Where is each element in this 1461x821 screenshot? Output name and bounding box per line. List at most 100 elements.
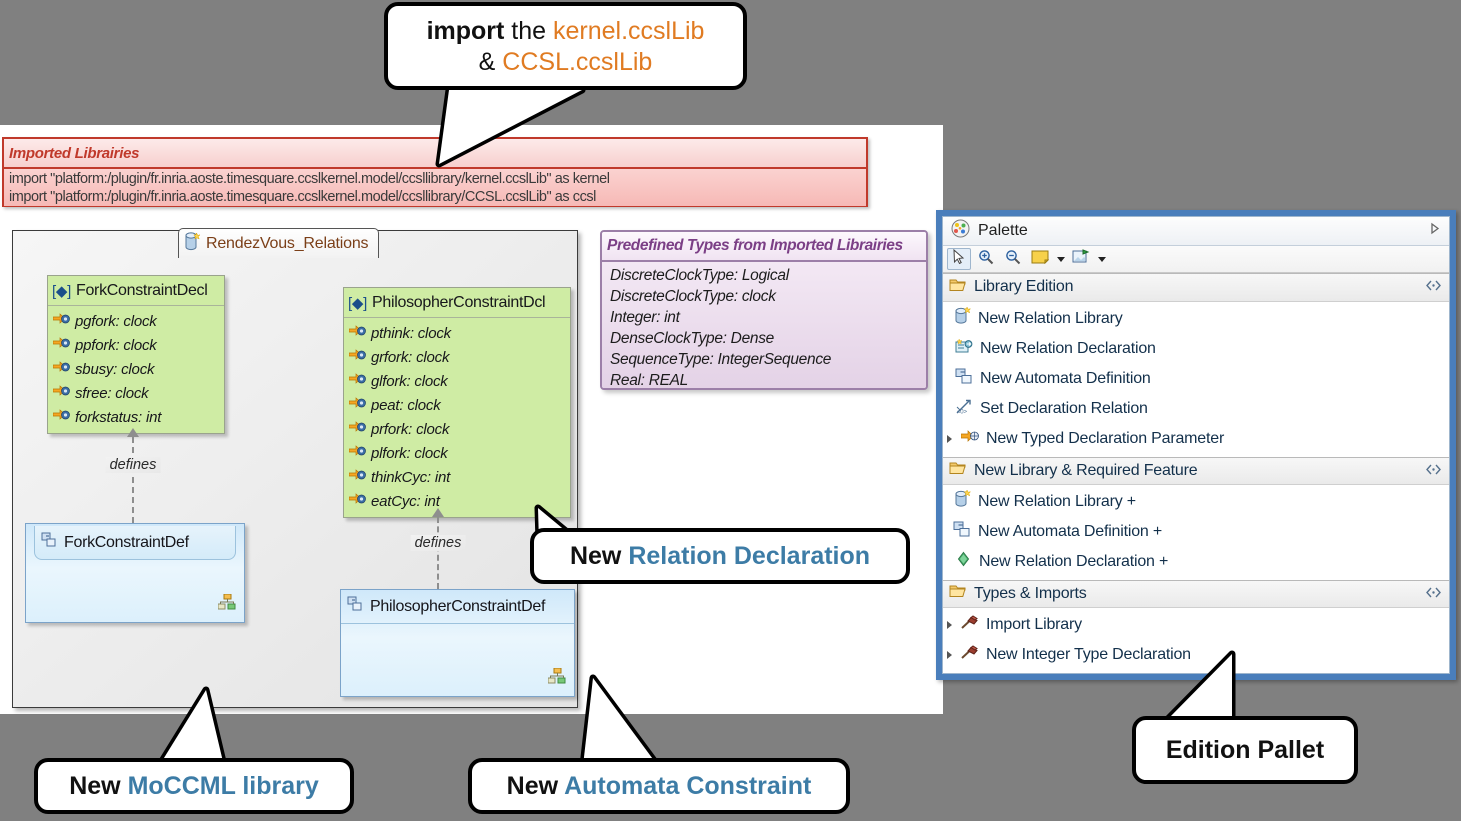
typed-declaration-parameter-icon — [960, 429, 979, 449]
import-statement[interactable]: import "platform:/plugin/fr.inria.aoste.… — [9, 171, 610, 187]
note-dropdown-caret[interactable] — [1055, 248, 1066, 270]
palette-item-new-relation-declaration-plus[interactable]: New Relation Declaration + — [943, 547, 1449, 577]
palette-title: Palette — [978, 222, 1028, 240]
palette-item-new-integer-type-declaration[interactable]: New Integer Type Declaration — [943, 640, 1449, 670]
attribute-row[interactable]: peat: clock — [344, 393, 570, 417]
expand-arrow-icon[interactable] — [945, 434, 954, 443]
imported-libraries-body: import "platform:/plugin/fr.inria.aoste.… — [4, 169, 866, 206]
node-fork-constraint-def[interactable]: ForkConstraintDef — [25, 523, 245, 623]
node-title: ForkConstraintDef — [64, 533, 189, 551]
predefined-types-header: Predefined Types from Imported Librairie… — [602, 232, 926, 262]
attribute-row[interactable]: thinkCyc: int — [344, 465, 570, 489]
clock-parameter-icon — [348, 348, 366, 366]
green-diamond-icon — [955, 551, 972, 572]
palette-item-new-automata-definition[interactable]: New Automata Definition — [943, 364, 1449, 394]
pin-icon[interactable] — [1426, 278, 1441, 296]
palette-group-label: Library Edition — [974, 278, 1074, 296]
chevron-right-icon[interactable] — [1428, 222, 1441, 240]
attribute-row[interactable]: pthink: clock — [344, 321, 570, 345]
attribute-row[interactable]: sfree: clock — [48, 381, 224, 405]
svg-text:<0>: <0> — [957, 409, 967, 415]
clock-parameter-icon — [348, 324, 366, 342]
hammer-icon — [961, 615, 979, 635]
clock-parameter-icon — [348, 468, 366, 486]
select-tool-button[interactable] — [947, 248, 971, 271]
node-fork-constraint-decl[interactable]: [◆] ForkConstraintDecl pgfork: clock — [47, 275, 225, 434]
clock-parameter-icon — [348, 420, 366, 438]
palette-item-new-automata-definition-plus[interactable]: New Automata Definition + — [943, 517, 1449, 547]
attribute-row[interactable]: forkstatus: int — [48, 405, 224, 429]
pin-icon[interactable] — [1426, 585, 1441, 603]
link-defines-fork: defines — [98, 428, 168, 523]
link-defines-philosopher: defines — [403, 508, 473, 589]
clock-parameter-icon — [52, 384, 70, 402]
attribute-label: sbusy: clock — [75, 360, 155, 378]
attribute-row[interactable]: grfork: clock — [344, 345, 570, 369]
attribute-row[interactable]: plfork: clock — [344, 441, 570, 465]
predefined-types-compartment[interactable]: Predefined Types from Imported Librairie… — [600, 230, 928, 390]
node-philosopher-constraint-decl[interactable]: [◆] PhilosopherConstraintDcl pthink: clo… — [343, 287, 571, 518]
palette-item-label: New Relation Declaration + — [979, 552, 1169, 570]
note-button[interactable] — [1028, 248, 1052, 270]
attribute-row[interactable]: sbusy: clock — [48, 357, 224, 381]
node-title: PhilosopherConstraintDef — [370, 597, 546, 615]
attribute-label: pgfork: clock — [75, 312, 157, 330]
callout-line: & CCSL.ccslLib — [479, 48, 653, 77]
expand-arrow-icon[interactable] — [945, 621, 954, 630]
node-body — [341, 624, 574, 696]
palette-group-types-imports[interactable]: Types & Imports — [943, 579, 1449, 609]
set-declaration-relation-icon: <0> — [955, 398, 973, 420]
predefined-type-entry: SequenceType: IntegerSequence — [610, 351, 832, 368]
palette-group-items: New Relation Library + New Automata Defi… — [943, 484, 1449, 580]
palette-item-label: New Typed Declaration Parameter — [986, 429, 1225, 447]
zoom-out-button[interactable] — [1001, 248, 1025, 270]
hammer-icon — [961, 645, 979, 665]
attribute-row[interactable]: pgfork: clock — [48, 309, 224, 333]
palette-item-new-relation-declaration[interactable]: New Relation Declaration — [943, 334, 1449, 364]
attribute-label: plfork: clock — [371, 444, 448, 462]
attribute-row[interactable]: glfork: clock — [344, 369, 570, 393]
imported-libraries-compartment[interactable]: Imported Librairies import "platform:/pl… — [2, 137, 868, 207]
attribute-row[interactable]: ppfork: clock — [48, 333, 224, 357]
pin-icon[interactable] — [1426, 462, 1441, 480]
arrow-cursor-icon — [952, 249, 967, 269]
attribute-label: pthink: clock — [371, 324, 451, 342]
palette-item-label: New Relation Declaration — [980, 339, 1156, 357]
import-statement[interactable]: import "platform:/plugin/fr.inria.aoste.… — [9, 189, 596, 205]
callout-text-segment: New — [69, 771, 128, 800]
diagram-tab[interactable]: RendezVous_Relations — [178, 228, 380, 258]
predefined-type-entry: DiscreteClockType: clock — [610, 288, 776, 305]
palette-item-set-declaration-relation[interactable]: <0> Set Declaration Relation — [943, 394, 1449, 424]
relation-library-icon — [955, 489, 972, 513]
declaration-diamond-icon: [◆] — [52, 282, 71, 300]
automata-definition-icon — [347, 596, 364, 618]
attach-note-dropdown-caret[interactable] — [1096, 248, 1107, 270]
note-attachment-icon — [1072, 249, 1090, 270]
node-title-bar: ForkConstraintDef — [34, 526, 236, 560]
note-icon — [1031, 250, 1050, 269]
attribute-row[interactable]: prfork: clock — [344, 417, 570, 441]
hierarchy-icon — [217, 593, 236, 615]
palette-group-library-edition[interactable]: Library Edition — [943, 273, 1449, 302]
palette-item-new-relation-library[interactable]: New Relation Library — [943, 304, 1449, 334]
relation-library-icon — [955, 306, 972, 330]
attribute-label: forkstatus: int — [75, 408, 162, 426]
callout-text-segment: & — [478, 48, 503, 76]
palette-item-new-relation-library-plus[interactable]: New Relation Library + — [943, 487, 1449, 517]
attribute-row[interactable]: eatCyc: int — [344, 489, 570, 513]
predefined-types-body: DiscreteClockType: Logical DiscreteClock… — [602, 262, 926, 388]
node-philosopher-constraint-def[interactable]: PhilosopherConstraintDef — [340, 589, 575, 697]
palette-item-import-library[interactable]: Import Library — [943, 610, 1449, 640]
diagram-tab-label: RendezVous_Relations — [206, 234, 369, 252]
diagram-canvas[interactable]: [◆] ForkConstraintDecl pgfork: clock — [12, 230, 578, 708]
callout-line: New Automata Constraint — [507, 772, 812, 801]
expand-arrow-icon[interactable] — [945, 651, 954, 660]
attach-note-button[interactable] — [1069, 248, 1093, 270]
palette-item-new-typed-declaration-parameter[interactable]: New Typed Declaration Parameter — [943, 424, 1449, 454]
automata-definition-icon — [41, 532, 58, 554]
palette-item-label: New Integer Type Declaration — [986, 646, 1191, 664]
relation-library-icon — [185, 231, 201, 256]
palette-group-new-library-required-feature[interactable]: New Library & Required Feature — [943, 456, 1449, 485]
zoom-in-button[interactable] — [974, 248, 998, 270]
